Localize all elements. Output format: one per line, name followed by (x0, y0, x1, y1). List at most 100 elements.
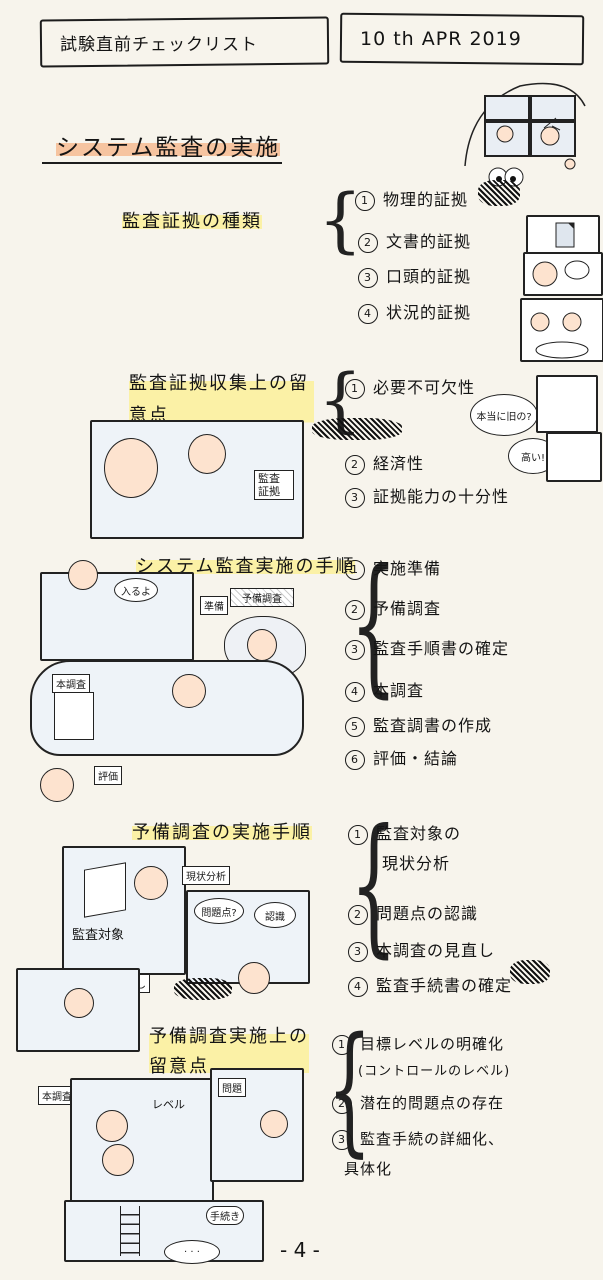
header-title: 試験直前チェックリスト (60, 35, 258, 55)
section-2-item-4: 4 本調査 (345, 677, 424, 702)
face (68, 560, 98, 590)
section-3-illustration: 監査対象 現状分析 問題点? 認識 見直し (54, 846, 324, 1006)
section-4-item-2: 2 潜在的問題点の存在 (332, 1092, 504, 1114)
section-0-heading: 監査証拠の種類 (118, 207, 266, 233)
item-text: 監査手続書の確定 (376, 976, 513, 995)
item-text: 目標レベルの明確化 (360, 1035, 505, 1053)
section-4-illustration: 本調査 レベル 問題 手続き · · · (14, 968, 314, 1264)
item-number: 3 (345, 639, 365, 660)
item-number: 1 (345, 378, 365, 399)
item-number: 3 (358, 267, 378, 288)
speech-bubble: · · · (164, 1240, 220, 1264)
page-number: - 4 - (280, 1238, 320, 1262)
item-number: 1 (355, 190, 375, 211)
problem-panel: 問題 (210, 1068, 304, 1182)
item-number: 4 (345, 681, 365, 702)
situation-box (520, 298, 603, 362)
item-text: 評価・結論 (373, 749, 459, 768)
panel-label: レベル (152, 1098, 185, 1111)
speech-bubble: 本当に旧の? (470, 394, 538, 436)
section-0-heading-text: 監査証拠の種類 (122, 211, 262, 232)
box-icon (84, 862, 126, 918)
face (96, 1110, 128, 1142)
section-3-item-2: 2 問題点の認識 (348, 900, 478, 925)
item-text: 潜在的問題点の存在 (360, 1094, 505, 1112)
box-icon (54, 692, 94, 740)
face (172, 674, 206, 708)
face-small (188, 434, 226, 474)
reaction-box-2 (546, 432, 602, 482)
scribble-mark (478, 180, 520, 206)
section-2-illustration: 入るよ 準備 予備調査 予備調査 本調査 評価 (28, 560, 338, 802)
section-1-illustration: 監査証拠 (90, 420, 304, 539)
item-text: 証拠能力の十分性 (373, 487, 510, 506)
face (260, 1110, 288, 1138)
section-3-heading-text: 予備調査の実施手順 (132, 822, 312, 843)
face (64, 988, 94, 1018)
panel-label: 手続き (206, 1206, 244, 1225)
speech-bubble: 問題点? (194, 898, 244, 924)
panel-label: 現状分析 (182, 866, 230, 885)
item-number: 4 (348, 976, 368, 997)
main-investigation-panel: 本調査 (30, 660, 304, 756)
item-text: 本調査の見直し (376, 941, 496, 960)
item-number: 2 (332, 1093, 352, 1114)
header-date: 10 th APR 2019 (360, 28, 522, 50)
item-text: 問題点の認識 (376, 904, 479, 923)
ladder-icon (120, 1206, 140, 1256)
item-text: 物理的証拠 (383, 190, 469, 209)
subject-panel: 監査対象 (62, 846, 186, 975)
item-number: 2 (358, 232, 378, 253)
item-text: 実施準備 (373, 559, 442, 578)
item-text: 監査調書の作成 (373, 716, 493, 735)
face (40, 768, 74, 802)
section-4-item-3-line2: 具体化 (344, 1160, 393, 1178)
item-text: 経済性 (373, 454, 425, 473)
document-icon-box (526, 215, 600, 255)
face (238, 962, 270, 994)
panel-label: 本調査 (52, 674, 90, 693)
section-3-item-1-line2: 現状分析 (382, 854, 451, 873)
main-title-underline (42, 162, 282, 164)
level-panel: レベル (70, 1078, 214, 1202)
item-text: 状況的証拠 (386, 303, 472, 322)
section-2-heading: システム監査実施の手順 (132, 552, 359, 578)
main-title: システム監査の実施 (52, 128, 284, 162)
section-4-item-1-line2: (コントロールのレベル) (358, 1064, 511, 1079)
item-number: 2 (348, 904, 368, 925)
face-large (104, 438, 158, 498)
panel-label: 本調査 (38, 1086, 76, 1105)
section-3-item-4: 4 監査手続書の確定 (348, 972, 512, 997)
speech-bubble: 入るよ (114, 578, 158, 602)
section-1-item-2: 2 経済性 (345, 450, 424, 475)
item-number: 1 (332, 1034, 352, 1055)
desk-panel (16, 968, 140, 1052)
item-text: 文書的証拠 (386, 232, 472, 251)
item-text: 監査対象の (376, 824, 462, 843)
item-text: 監査手続の詳細化、 (360, 1130, 505, 1148)
face (247, 629, 277, 661)
talking-faces-box (523, 252, 603, 296)
section-0-item-2: 2 文書的証拠 (358, 228, 471, 253)
item-text: 本調査 (373, 681, 425, 700)
item-number: 2 (345, 454, 365, 475)
section-3-heading: 予備調査の実施手順 (128, 818, 316, 844)
section-2-heading-text: システム監査実施の手順 (136, 556, 356, 577)
scribble-mark (510, 960, 550, 984)
window-illustration (460, 66, 590, 174)
item-number: 3 (348, 941, 368, 962)
reaction-box (536, 375, 598, 433)
panel-label: 監査対象 (72, 928, 125, 943)
face (102, 1144, 134, 1176)
